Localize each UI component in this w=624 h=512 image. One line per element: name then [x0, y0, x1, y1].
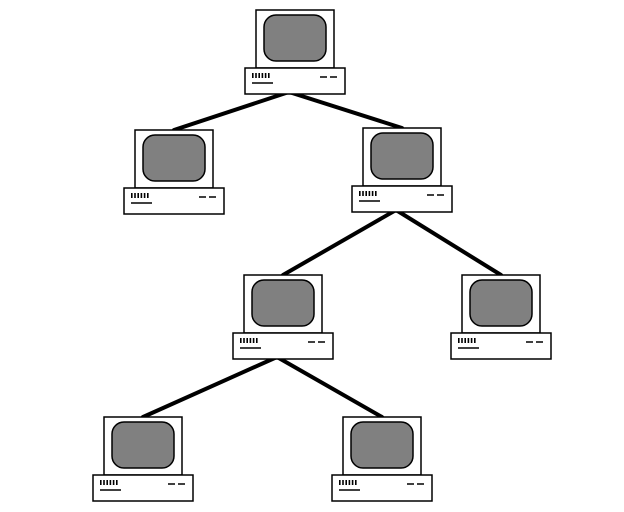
vent-slot: [365, 191, 367, 196]
vent-slot: [461, 338, 463, 343]
vent-slot: [474, 338, 476, 343]
network-link: [172, 90, 291, 132]
vent-slot: [258, 73, 260, 78]
vent-slot: [112, 480, 115, 485]
vent-slot: [264, 73, 267, 78]
vent-slot: [137, 193, 139, 198]
links-layer: [141, 90, 503, 419]
vent-slot: [252, 73, 254, 78]
computer-icon: [244, 9, 346, 95]
monitor-screen: [142, 134, 206, 182]
vent-slot: [143, 193, 146, 198]
cpu-unit: [232, 332, 334, 360]
link-line: [287, 90, 404, 130]
cpu-unit: [331, 474, 433, 502]
vent-slot: [268, 73, 270, 78]
computer-icon: [351, 127, 453, 213]
vent-slot: [339, 480, 341, 485]
vent-slot: [252, 338, 255, 343]
vent-slot: [467, 338, 470, 343]
link-line: [172, 90, 291, 132]
vent-slot: [261, 73, 264, 78]
nodes-layer: [92, 9, 552, 502]
network-link: [275, 355, 384, 419]
vent-slot: [348, 480, 351, 485]
vent-slot: [470, 338, 473, 343]
cpu-unit: [351, 185, 453, 213]
link-line: [141, 355, 279, 419]
cpu-unit: [450, 332, 552, 360]
cpu-unit: [244, 67, 346, 95]
computer-icon: [123, 129, 225, 215]
vent-slot: [106, 480, 108, 485]
computer-icon: [232, 274, 334, 360]
vent-slot: [103, 480, 105, 485]
network-link: [141, 355, 279, 419]
vent-slot: [362, 191, 364, 196]
network-link: [394, 208, 503, 277]
vent-slot: [351, 480, 354, 485]
vent-slot: [345, 480, 347, 485]
monitor-screen: [350, 421, 414, 469]
monitor-screen: [251, 279, 315, 327]
monitor-screen: [263, 14, 327, 62]
monitor-screen: [370, 132, 434, 180]
monitor-screen: [111, 421, 175, 469]
vent-slot: [109, 480, 112, 485]
vent-slot: [368, 191, 371, 196]
vent-slot: [131, 193, 133, 198]
vent-slot: [134, 193, 136, 198]
network-link: [287, 90, 404, 130]
vent-slot: [256, 338, 258, 343]
computer-icon: [450, 274, 552, 360]
link-line: [394, 208, 503, 277]
vent-slot: [100, 480, 102, 485]
cpu-unit: [92, 474, 194, 502]
vent-slot: [140, 193, 143, 198]
vent-slot: [355, 480, 357, 485]
vent-slot: [147, 193, 149, 198]
monitor-screen: [469, 279, 533, 327]
network-link: [281, 208, 398, 277]
vent-slot: [240, 338, 242, 343]
vent-slot: [371, 191, 374, 196]
computer-icon: [331, 416, 433, 502]
vent-slot: [375, 191, 377, 196]
vent-slot: [249, 338, 252, 343]
link-line: [275, 355, 384, 419]
vent-slot: [342, 480, 344, 485]
vent-slot: [359, 191, 361, 196]
computer-icon: [92, 416, 194, 502]
vent-slot: [458, 338, 460, 343]
vent-slot: [255, 73, 257, 78]
vent-slot: [116, 480, 118, 485]
vent-slot: [246, 338, 248, 343]
link-line: [281, 208, 398, 277]
cpu-unit: [123, 187, 225, 215]
vent-slot: [464, 338, 466, 343]
vent-slot: [243, 338, 245, 343]
